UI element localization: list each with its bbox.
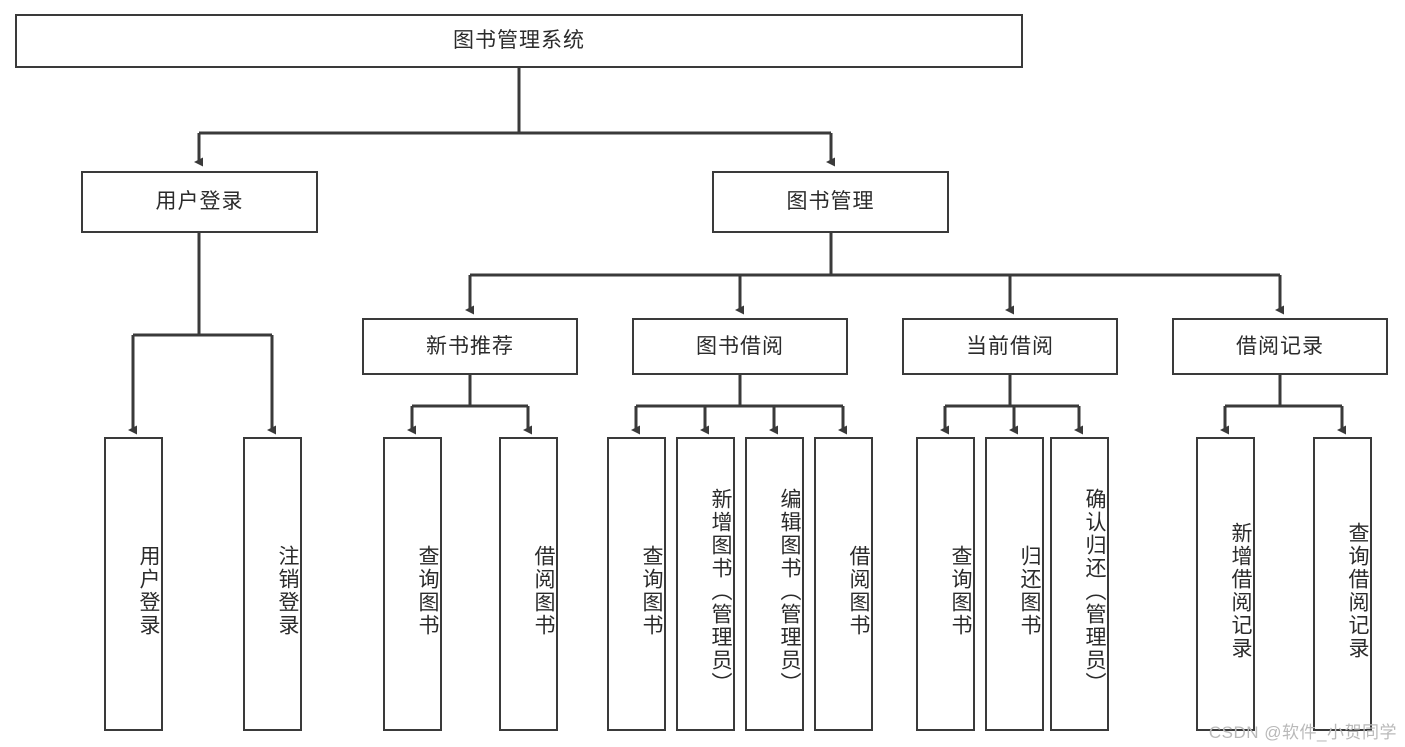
node-leaf-return-book-label: 归还图书 bbox=[1018, 545, 1041, 637]
node-leaf-borrow-book-1-label: 借阅图书 bbox=[532, 545, 555, 637]
node-leaf-logout-login[interactable]: 注销登录 bbox=[243, 437, 302, 731]
node-leaf-query-record-label: 查询借阅记录 bbox=[1346, 522, 1369, 660]
node-leaf-edit-book[interactable]: 编辑图书（管理员） bbox=[745, 437, 804, 731]
node-leaf-borrow-book-2[interactable]: 借阅图书 bbox=[814, 437, 873, 731]
node-leaf-user-login[interactable]: 用户登录 bbox=[104, 437, 163, 731]
node-leaf-logout-login-label: 注销登录 bbox=[276, 545, 299, 637]
node-leaf-query-book-2-label: 查询图书 bbox=[640, 545, 663, 637]
node-leaf-query-book-3[interactable]: 查询图书 bbox=[916, 437, 975, 731]
node-leaf-query-book-3-label: 查询图书 bbox=[949, 545, 972, 637]
node-current-borrow[interactable]: 当前借阅 bbox=[902, 318, 1118, 375]
node-leaf-query-book-2[interactable]: 查询图书 bbox=[607, 437, 666, 731]
node-leaf-add-record[interactable]: 新增借阅记录 bbox=[1196, 437, 1255, 731]
node-leaf-return-book[interactable]: 归还图书 bbox=[985, 437, 1044, 731]
node-leaf-edit-book-label: 编辑图书（管理员） bbox=[778, 487, 801, 695]
node-leaf-query-book-1-label: 查询图书 bbox=[416, 545, 439, 637]
node-new-book-recommend-label: 新书推荐 bbox=[426, 334, 514, 358]
csdn-watermark: CSDN @软件_小贺同学 bbox=[1208, 723, 1397, 742]
node-new-book-recommend[interactable]: 新书推荐 bbox=[362, 318, 578, 375]
node-leaf-add-record-label: 新增借阅记录 bbox=[1229, 522, 1252, 660]
node-book-management[interactable]: 图书管理 bbox=[712, 171, 949, 233]
node-book-management-label: 图书管理 bbox=[786, 190, 875, 214]
node-leaf-borrow-book-2-label: 借阅图书 bbox=[847, 545, 870, 637]
node-borrow-record-label: 借阅记录 bbox=[1236, 334, 1324, 358]
node-leaf-user-login-label: 用户登录 bbox=[137, 545, 160, 637]
node-book-borrow-label: 图书借阅 bbox=[696, 334, 784, 358]
node-borrow-record[interactable]: 借阅记录 bbox=[1172, 318, 1388, 375]
node-book-borrow[interactable]: 图书借阅 bbox=[632, 318, 848, 375]
node-user-login-label: 用户登录 bbox=[155, 190, 244, 214]
node-leaf-confirm-return[interactable]: 确认归还（管理员） bbox=[1050, 437, 1109, 731]
node-root-system[interactable]: 图书管理系统 bbox=[15, 14, 1023, 68]
node-leaf-query-book-1[interactable]: 查询图书 bbox=[383, 437, 442, 731]
node-user-login[interactable]: 用户登录 bbox=[81, 171, 318, 233]
node-leaf-add-book[interactable]: 新增图书（管理员） bbox=[676, 437, 735, 731]
node-leaf-query-record[interactable]: 查询借阅记录 bbox=[1313, 437, 1372, 731]
node-current-borrow-label: 当前借阅 bbox=[966, 334, 1054, 358]
node-leaf-add-book-label: 新增图书（管理员） bbox=[709, 487, 732, 695]
node-leaf-borrow-book-1[interactable]: 借阅图书 bbox=[499, 437, 558, 731]
node-leaf-confirm-return-label: 确认归还（管理员） bbox=[1083, 487, 1106, 695]
node-root-system-label: 图书管理系统 bbox=[453, 29, 585, 53]
